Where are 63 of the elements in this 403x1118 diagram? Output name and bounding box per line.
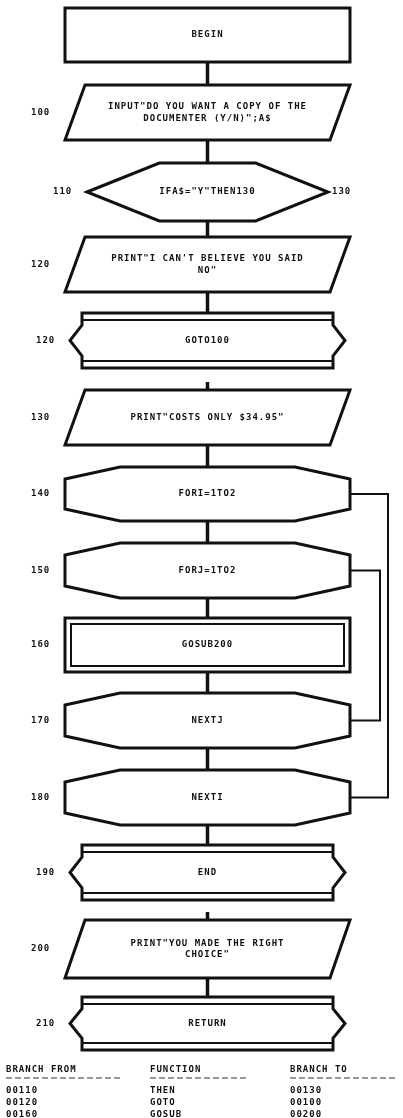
connector-line — [205, 825, 210, 845]
table-text: 00200 — [290, 1109, 323, 1118]
line-number: 150 — [31, 564, 51, 575]
line-number: 110 — [53, 186, 73, 196]
line-number: 210 — [36, 1017, 56, 1028]
line-number: 160 — [31, 639, 51, 649]
node-text: FORJ=1TO2 — [178, 564, 237, 577]
table-text: GOTO — [150, 1097, 176, 1107]
node-text: GOSUB200 — [181, 639, 234, 651]
connector-line — [205, 748, 210, 770]
table-text: 00130 — [290, 1085, 323, 1095]
node-text: END — [197, 866, 218, 879]
column-header: BRANCH TO — [290, 1064, 348, 1074]
predefined-process-shape — [70, 997, 345, 1050]
line-number: 130 — [31, 411, 51, 422]
connector-line — [205, 978, 210, 997]
connector-line — [205, 292, 210, 313]
table-text: THEN — [150, 1085, 176, 1095]
node-text: IFA$="Y"THEN130 — [159, 186, 256, 198]
connector-line — [205, 140, 210, 163]
table-text: 00160 — [6, 1109, 39, 1118]
table-text: 00100 — [290, 1097, 323, 1107]
loop-limit-shape — [65, 543, 350, 598]
node-text: PRINT"COSTS ONLY $34.95" — [130, 411, 285, 424]
node-text: BEGIN — [191, 29, 224, 41]
line-number: 130 — [332, 186, 352, 196]
connector-line — [205, 672, 210, 693]
connector-line — [205, 521, 210, 543]
input-output-parallelogram — [65, 237, 350, 292]
subroutine-box — [65, 618, 350, 672]
node-text: GOTO100 — [185, 334, 230, 347]
connector-line — [205, 62, 210, 85]
connector-line — [205, 598, 210, 618]
connector-line — [205, 445, 210, 467]
predefined-process-shape — [70, 313, 345, 368]
input-output-parallelogram — [65, 920, 350, 978]
column-header: BRANCH FROM — [6, 1064, 77, 1074]
table-text: GOSUB — [150, 1109, 183, 1118]
loop-limit-shape — [65, 770, 350, 825]
column-header: FUNCTION — [150, 1064, 202, 1074]
node-text: PRINT"I CAN'T BELIEVE YOU SAID NO" — [110, 253, 305, 276]
loop-limit-shape — [65, 693, 350, 748]
input-output-parallelogram — [65, 390, 350, 445]
node-text: INPUT"DO YOU WANT A COPY OF THE DOCUMENTER (Y/N)";A$ — [107, 101, 308, 124]
table-text: 00110 — [6, 1085, 39, 1095]
node-text: FORI=1TO2 — [178, 488, 237, 500]
node-text: RETURN — [188, 1017, 227, 1030]
line-number: 180 — [31, 791, 51, 802]
node-text: PRINT"YOU MADE THE RIGHT CHOICE" — [129, 937, 286, 961]
node-text: NEXTI — [191, 791, 224, 804]
line-number: 190 — [36, 866, 56, 877]
line-number: 170 — [31, 714, 51, 725]
input-output-parallelogram — [65, 85, 350, 140]
line-number: 200 — [31, 943, 51, 953]
line-number: 140 — [31, 488, 51, 498]
line-number: 120 — [36, 334, 56, 345]
predefined-process-shape — [70, 845, 345, 900]
terminal-box — [65, 8, 350, 62]
table-text: 00120 — [6, 1097, 39, 1107]
line-number: 120 — [31, 258, 51, 269]
loop-limit-shape — [65, 467, 350, 521]
node-text: NEXTJ — [191, 714, 224, 727]
line-number: 100 — [31, 106, 51, 117]
